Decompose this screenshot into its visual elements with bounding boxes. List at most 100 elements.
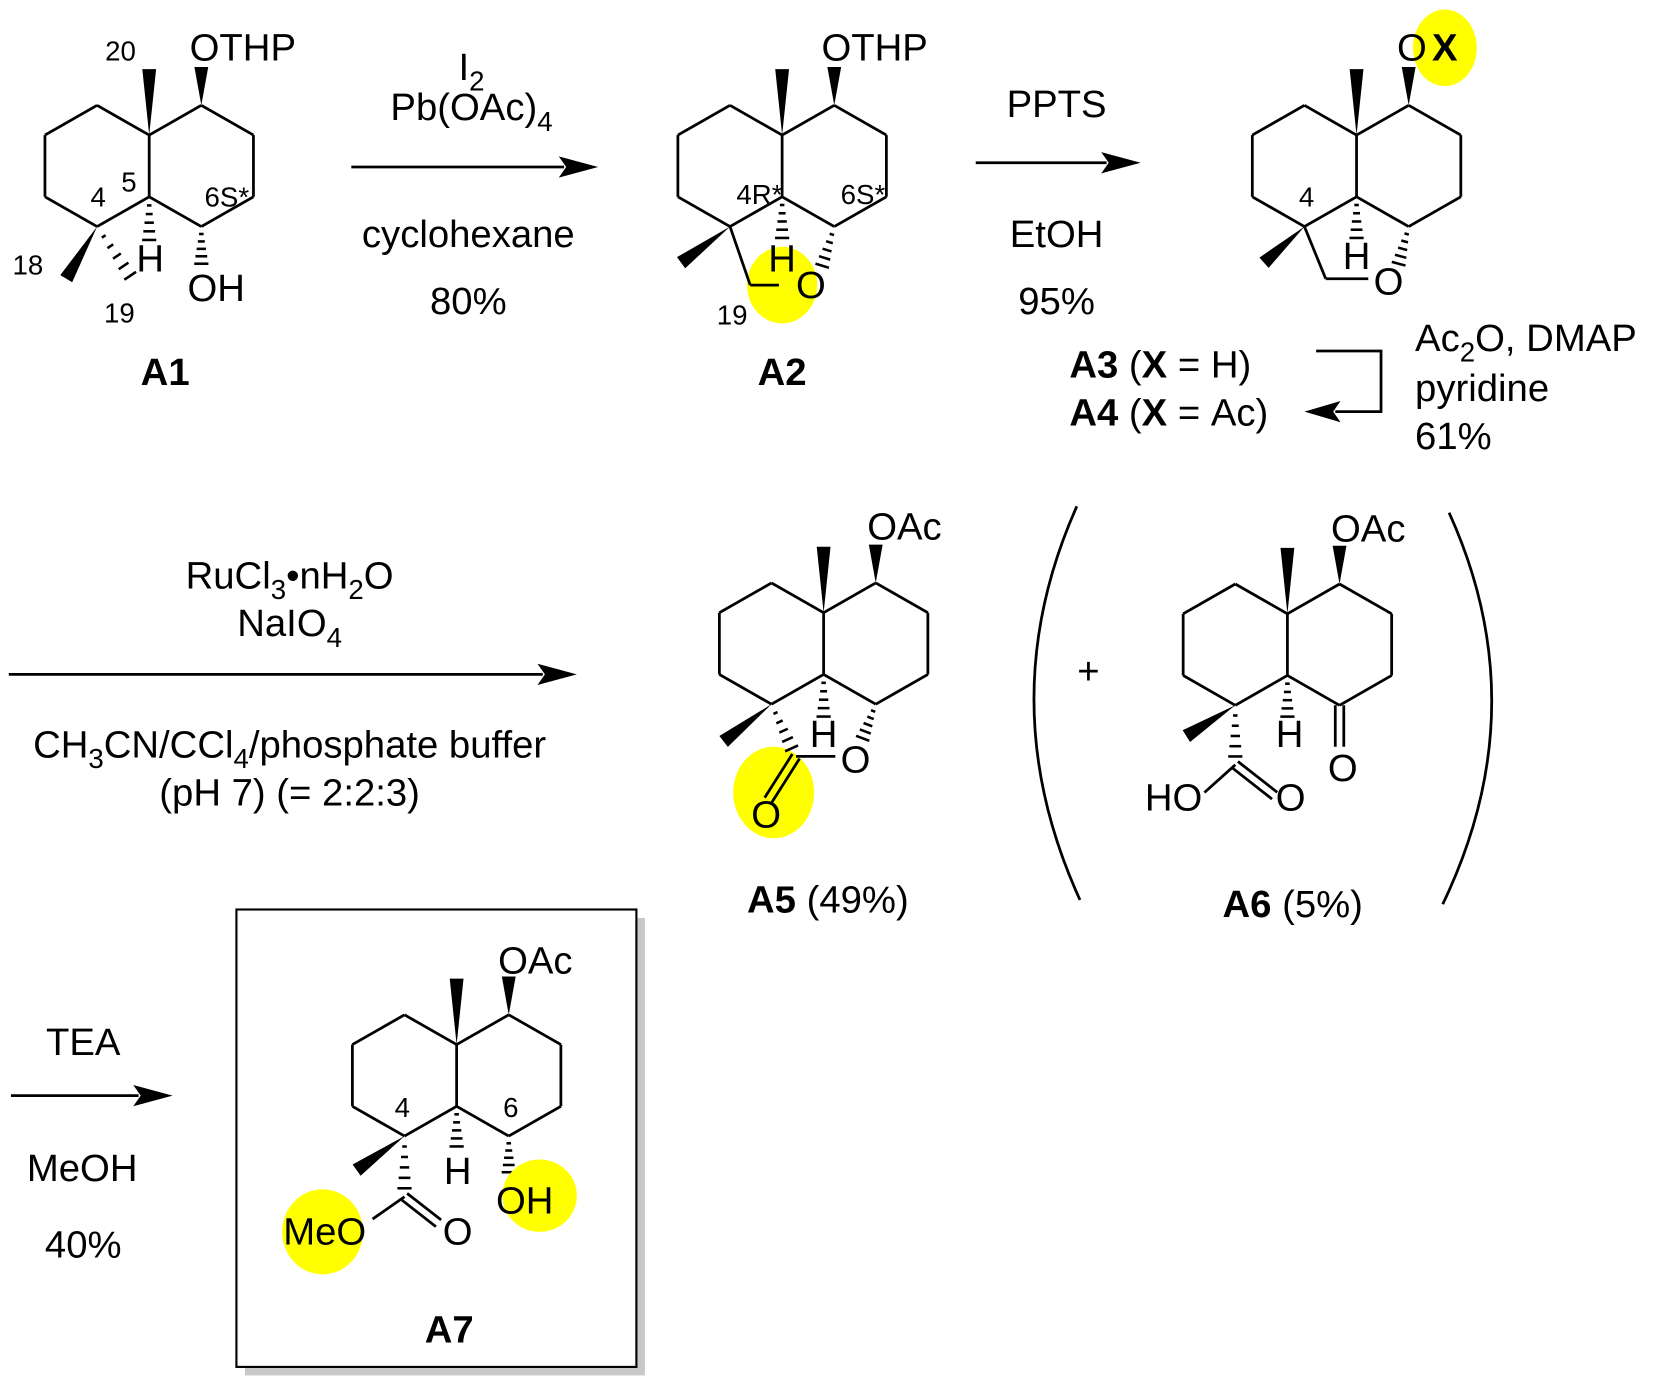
ring-bond (875, 581, 929, 614)
compound-yield: (5%) (1271, 883, 1362, 926)
hash-stroke (775, 719, 784, 725)
reagent-ac2o-dmap: Ac2O, DMAP (1415, 317, 1637, 368)
ring-bond (1234, 674, 1289, 707)
middle: 4R* (736, 179, 782, 210)
text: X (1432, 27, 1458, 70)
double-bond (406, 1192, 443, 1222)
highlight-circle (502, 1159, 577, 1232)
hashed-bond (775, 203, 790, 240)
hashed-bond (1391, 232, 1410, 267)
hash-stroke (1391, 260, 1406, 267)
wedge-bond (775, 69, 790, 136)
hash-stroke (781, 735, 794, 744)
solvent-mixture: CH3CN/CCl4/phosphate buffer (33, 723, 546, 774)
ring-bond (718, 581, 773, 614)
arrow-head (1304, 401, 1341, 423)
wedge-bond (194, 67, 209, 106)
hash-stroke (101, 234, 107, 239)
text: MeO (283, 1211, 366, 1254)
text: O (796, 264, 826, 307)
hash-stroke (778, 727, 789, 734)
ring-bond (1303, 104, 1358, 137)
ring-bond (455, 1013, 510, 1046)
ring-bond (1303, 195, 1358, 228)
ring-bond (1286, 582, 1341, 615)
ring-bond (677, 104, 731, 137)
text: OAc (1331, 507, 1405, 550)
wedge-bond (1182, 705, 1236, 742)
byproduct-brackets: + (1032, 505, 1494, 905)
hash-stroke (855, 734, 870, 743)
text: 4 (90, 181, 105, 212)
hashed-bond (855, 709, 876, 743)
hash-stroke (123, 270, 137, 281)
compound-label-a7: A7 (425, 1308, 474, 1351)
ring-bond (677, 195, 731, 228)
highlight-circle (282, 1189, 364, 1275)
bond (1303, 226, 1327, 280)
wedge-bond (449, 978, 464, 1045)
hash-stroke (1394, 253, 1407, 260)
middle: 6S* (841, 179, 886, 210)
ring-bond (781, 195, 835, 228)
ring-bond (200, 195, 255, 228)
ring-bond (200, 104, 255, 137)
highlight-circle (747, 246, 818, 324)
hashed-bond (772, 710, 799, 753)
ring-bond (508, 1013, 562, 1046)
text: O (1276, 777, 1306, 820)
reagent-rucl3: RuCl3•nH2O (186, 554, 394, 605)
text: 18 (13, 249, 44, 280)
ring-bond (1251, 104, 1306, 137)
ring-bond (781, 104, 835, 137)
bent-arrow (1316, 349, 1383, 414)
compound-id: A5 (747, 879, 796, 922)
solvent-etoh: EtOH (1010, 213, 1104, 256)
arrow-step-4: RuCl3•nH2O NaIO4 CH3CN/CCl4/phosphate bu… (8, 554, 577, 814)
highlight-layer-2 (282, 1159, 577, 1275)
yield-step-1: 80% (430, 280, 507, 323)
ring-bond (455, 1105, 510, 1138)
ring-bond (403, 1105, 458, 1138)
ring-bond (1407, 104, 1462, 137)
wedge-bond (352, 1136, 405, 1176)
ring-bond (148, 195, 203, 228)
a4-label: A4 (X = Ac) (1069, 391, 1268, 434)
hashed-bond (816, 681, 831, 718)
wedge-bond (60, 226, 98, 283)
hash-stroke (829, 232, 835, 237)
ring-bond (44, 195, 98, 228)
ring-bond (44, 104, 98, 137)
yield-step-3: 61% (1415, 415, 1492, 458)
hashed-bond (1228, 714, 1243, 758)
hash-stroke (1404, 232, 1410, 236)
bond-layer (43, 67, 1463, 803)
hash-stroke (112, 252, 122, 260)
wedge-bond (1349, 69, 1364, 136)
double-bond (1231, 767, 1273, 801)
text: OAc (867, 505, 941, 548)
hash-stroke (870, 709, 876, 714)
hashed-bond (1280, 682, 1295, 718)
ring-bond (1182, 674, 1236, 707)
a3-a4-labels: A3 (X = H) A4 (X = Ac) Ac2O, DMAP pyridi… (1069, 317, 1636, 458)
arrow-head (1101, 152, 1141, 174)
reagent-pyridine: pyridine (1415, 367, 1549, 410)
double-bond (1237, 760, 1279, 794)
hash-stroke (1397, 246, 1408, 252)
ring-bond (875, 673, 929, 706)
ring-bond (729, 104, 783, 137)
text: OTHP (190, 27, 296, 70)
bond (371, 1195, 406, 1221)
text: 4 (1299, 181, 1314, 212)
solvent-meoh: MeOH (27, 1147, 138, 1190)
hash-stroke (825, 239, 834, 245)
ring-bond (1251, 195, 1306, 228)
arrow-head (558, 156, 599, 178)
ring-bond (351, 1013, 406, 1046)
ring-bond (1407, 195, 1462, 228)
text: OTHP (822, 27, 928, 70)
text: O (751, 794, 781, 837)
yield-step-2: 95% (1018, 280, 1095, 323)
left-parenthesis (1032, 505, 1082, 901)
